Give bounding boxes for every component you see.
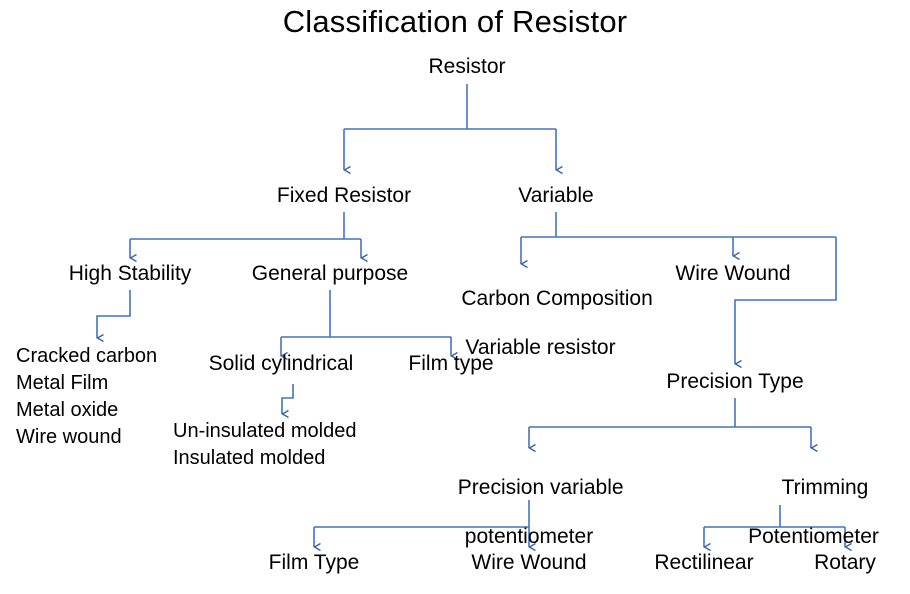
edge-solid-to-molded xyxy=(282,384,294,414)
edge-variable-trunk-right xyxy=(735,237,837,364)
node-wire-wound-top[interactable]: Wire Wound xyxy=(675,262,791,285)
node-precision-variable-line1: Precision variable xyxy=(457,475,624,499)
node-high-stability[interactable]: High Stability xyxy=(68,262,192,285)
node-resistor[interactable]: Resistor xyxy=(428,55,506,78)
node-trimming-line2: Potentiometer xyxy=(748,525,879,549)
node-fixed-resistor[interactable]: Fixed Resistor xyxy=(276,184,412,207)
node-rotary[interactable]: Rotary xyxy=(814,551,876,574)
node-precision-variable-potentiometer[interactable]: Precision variable potentiometer xyxy=(429,451,629,594)
node-variable[interactable]: Variable xyxy=(518,184,594,207)
list-item: Metal oxide xyxy=(16,399,119,421)
node-high-stability-children[interactable]: Cracked carbon Metal Film Metal oxide Wi… xyxy=(16,343,216,451)
node-carbon-composition-line2: Variable resistor xyxy=(465,336,616,360)
node-trimming-line1: Trimming xyxy=(781,475,869,499)
page-title: Classification of Resistor xyxy=(282,4,628,39)
list-item: Un-insulated molded xyxy=(173,420,357,442)
list-item: Wire wound xyxy=(16,426,122,448)
list-item: Cracked carbon xyxy=(16,345,158,367)
edge-highstability-to-list xyxy=(97,290,131,338)
node-film-type-bottom[interactable]: Film Type xyxy=(268,551,360,574)
node-precision-variable-line2: potentiometer xyxy=(464,525,594,549)
node-general-purpose[interactable]: General purpose xyxy=(251,262,409,285)
node-carbon-composition-line1: Carbon Composition xyxy=(461,286,653,310)
node-carbon-composition-variable-resistor[interactable]: Carbon Composition Variable resistor xyxy=(438,262,652,411)
node-solid-cylindrical-children[interactable]: Un-insulated molded Insulated molded xyxy=(173,418,413,472)
list-item: Metal Film xyxy=(16,372,109,394)
node-wire-wound-bottom[interactable]: Wire Wound xyxy=(471,551,587,574)
node-rectilinear[interactable]: Rectilinear xyxy=(654,551,754,574)
node-precision-type[interactable]: Precision Type xyxy=(666,370,804,393)
node-trimming-potentiometer[interactable]: Trimming Potentiometer xyxy=(721,451,906,594)
node-solid-cylindrical[interactable]: Solid cylindrical xyxy=(208,352,354,375)
list-item: Insulated molded xyxy=(173,447,326,469)
node-film-type-mid[interactable]: Film type xyxy=(408,352,494,375)
